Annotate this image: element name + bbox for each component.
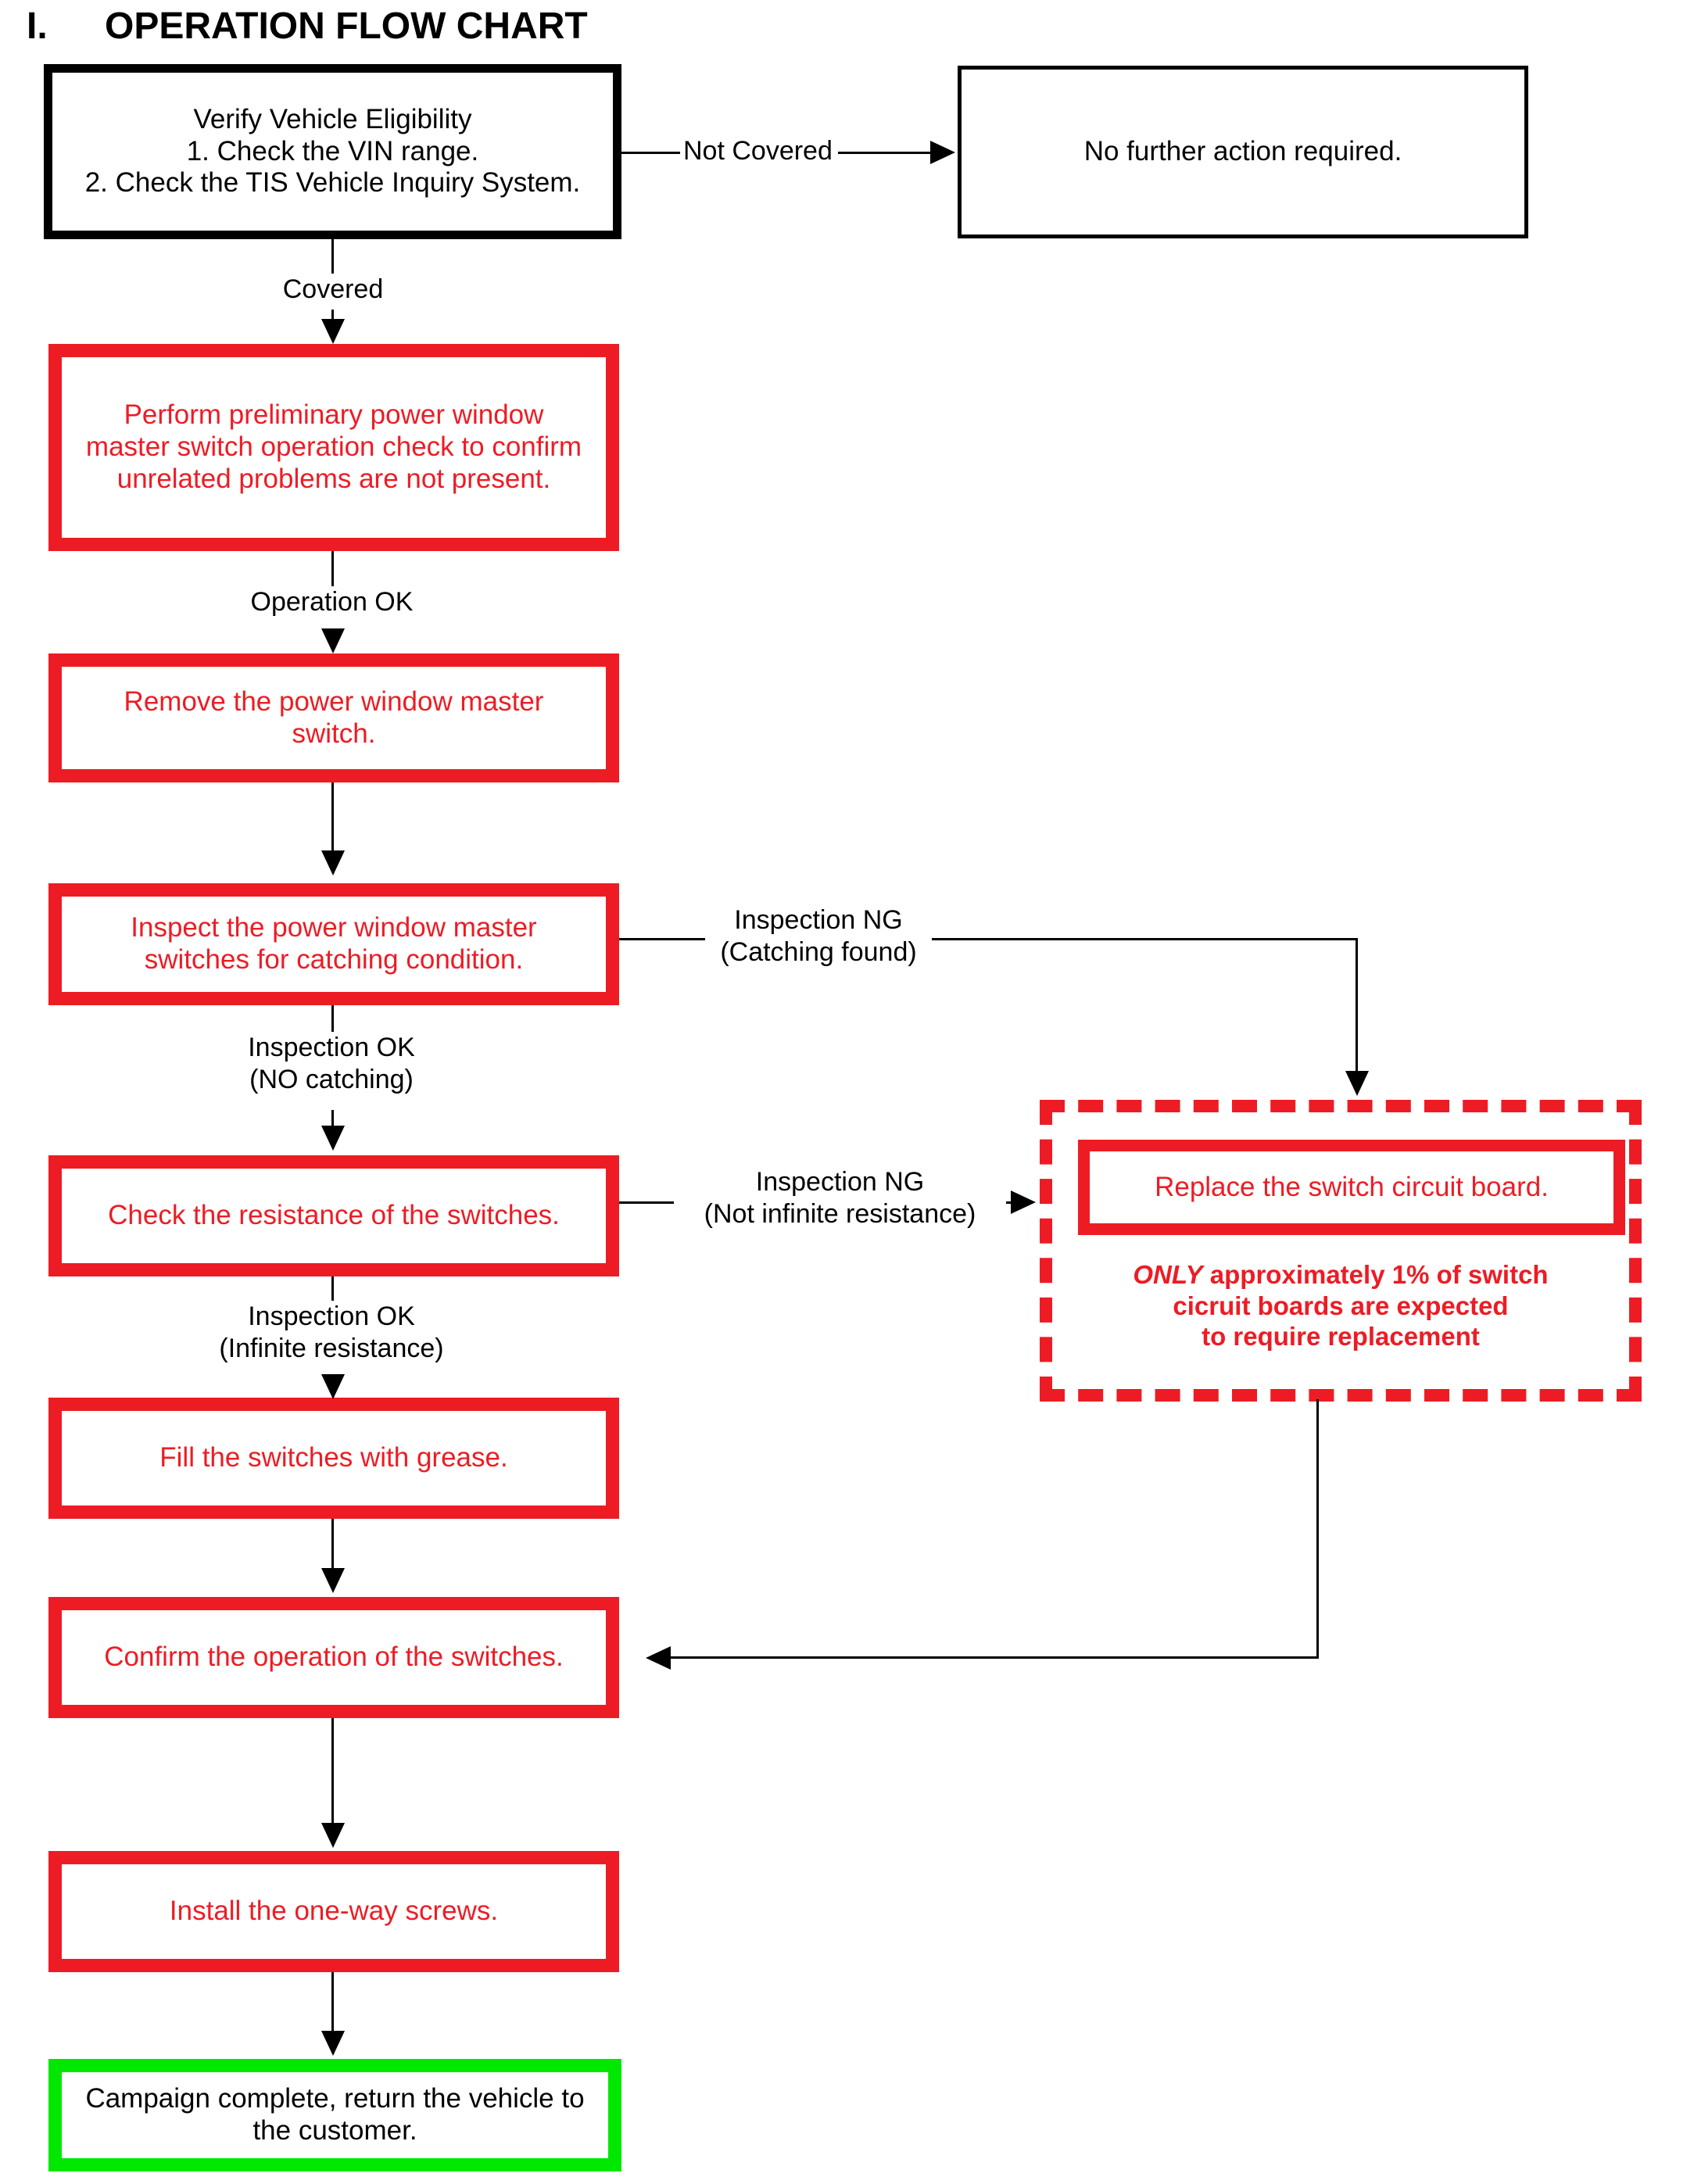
node-no-further-action[interactable]: No further action required. <box>958 66 1528 238</box>
node-fill-grease[interactable]: Fill the switches with grease. <box>48 1398 619 1519</box>
edge-label-inspection-ok-catching-l2: (NO catching) <box>249 1064 414 1094</box>
section-title-text: OPERATION FLOW CHART <box>105 5 588 47</box>
edge-label-covered: Covered <box>267 274 399 306</box>
edge-label-inspection-ng-catching: Inspection NG (Catching found) <box>705 904 932 968</box>
arrowhead-confirm-to-install <box>321 1823 345 1848</box>
warning-line-1: ONLY approximately 1% of switch <box>1052 1259 1629 1291</box>
edge-catching-ng-drop <box>1356 938 1358 1072</box>
node-install-one-way-screws[interactable]: Install the one-way screws. <box>48 1851 619 1972</box>
replacement-rate-warning: ONLY approximately 1% of switch cicruit … <box>1052 1259 1629 1352</box>
edge-label-inspection-ng-catching-l2: (Catching found) <box>720 936 917 967</box>
edge-label-inspection-ng-catching-l1: Inspection NG <box>734 905 903 935</box>
node-verify-vehicle-eligibility[interactable]: Verify Vehicle Eligibility 1. Check the … <box>44 64 621 239</box>
edge-grease-to-confirm <box>331 1519 334 1570</box>
node-campaign-complete-label: Campaign complete, return the vehicle to… <box>85 2083 585 2146</box>
edge-covered-line-top <box>331 239 334 275</box>
node-verify-vehicle-eligibility-label: Verify Vehicle Eligibility 1. Check the … <box>84 103 581 199</box>
edge-label-operation-ok: Operation OK <box>232 586 432 618</box>
edge-remove-to-inspect <box>331 782 334 854</box>
edge-label-inspection-ok-resistance-l2: (Infinite resistance) <box>219 1333 444 1363</box>
edge-install-to-complete <box>331 1972 334 2033</box>
edge-label-inspection-ng-resistance: Inspection NG (Not infinite resistance) <box>674 1166 1006 1230</box>
edge-catching-ng-line-a <box>619 938 705 940</box>
node-remove-master-switch-label: Remove the power window master switch. <box>124 686 544 749</box>
node-replace-switch-circuit-board-label: Replace the switch circuit board. <box>1155 1171 1549 1202</box>
arrowhead-grease-to-confirm <box>321 1568 345 1593</box>
edge-covered-line-bottom <box>331 310 334 322</box>
node-install-one-way-screws-label: Install the one-way screws. <box>169 1896 499 1927</box>
edge-not-covered-line-right <box>838 152 932 154</box>
section-numeral: I. <box>27 5 48 47</box>
arrowhead-resistance-ok <box>321 1374 345 1399</box>
node-inspect-catching-condition-label: Inspect the power window master switches… <box>131 912 537 975</box>
node-no-further-action-label: No further action required. <box>1083 136 1402 167</box>
node-preliminary-check-label: Perform preliminary power window master … <box>85 399 582 494</box>
arrowhead-not-covered <box>930 141 955 164</box>
edge-label-not-covered: Not Covered <box>683 135 833 167</box>
node-check-resistance-label: Check the resistance of the switches. <box>108 1200 560 1231</box>
edge-label-inspection-ok-resistance: Inspection OK (Infinite resistance) <box>218 1301 445 1365</box>
warning-line-2: cicruit boards are expected <box>1173 1291 1509 1320</box>
edge-catching-ok-line-top <box>331 1005 334 1040</box>
edge-replace-return-left <box>671 1656 1318 1659</box>
arrowhead-install-to-complete <box>321 2031 345 2056</box>
node-inspect-catching-condition[interactable]: Inspect the power window master switches… <box>48 883 619 1005</box>
edge-label-inspection-ok-catching-l1: Inspection OK <box>248 1033 415 1062</box>
replace-board-warning-group: Replace the switch circuit board. ONLY a… <box>1040 1100 1642 1402</box>
edge-label-inspection-ok-catching: Inspection OK (NO catching) <box>218 1032 445 1096</box>
arrowhead-catching-ok <box>321 1126 345 1151</box>
warning-line-1-rest: approximately 1% of switch <box>1202 1260 1549 1289</box>
page-title: I. OPERATION FLOW CHART <box>27 5 588 48</box>
node-preliminary-check[interactable]: Perform preliminary power window master … <box>48 344 619 551</box>
edge-label-inspection-ng-resistance-l1: Inspection NG <box>755 1167 925 1197</box>
node-confirm-operation[interactable]: Confirm the operation of the switches. <box>48 1597 619 1718</box>
node-check-resistance[interactable]: Check the resistance of the switches. <box>48 1155 619 1276</box>
warning-emphasis: ONLY <box>1133 1260 1203 1289</box>
edge-label-inspection-ng-resistance-l2: (Not infinite resistance) <box>704 1198 976 1229</box>
arrowhead-resistance-ng <box>1011 1190 1036 1214</box>
edge-label-inspection-ok-resistance-l1: Inspection OK <box>248 1301 415 1331</box>
arrowhead-catching-ng <box>1345 1071 1369 1096</box>
node-fill-grease-label: Fill the switches with grease. <box>159 1442 508 1473</box>
edge-catching-ng-line-b <box>932 938 1358 940</box>
node-campaign-complete[interactable]: Campaign complete, return the vehicle to… <box>48 2059 621 2171</box>
node-remove-master-switch[interactable]: Remove the power window master switch. <box>48 653 619 782</box>
arrowhead-covered <box>321 319 345 344</box>
edge-catching-ok-line-bottom <box>331 1110 334 1130</box>
edge-confirm-to-install <box>331 1718 334 1825</box>
arrowhead-operation-ok <box>321 628 345 653</box>
edge-resistance-ng-line-a <box>619 1201 689 1204</box>
warning-line-3: to require replacement <box>1202 1322 1480 1352</box>
node-replace-switch-circuit-board[interactable]: Replace the switch circuit board. <box>1078 1140 1625 1235</box>
node-confirm-operation-label: Confirm the operation of the switches. <box>104 1642 564 1673</box>
edge-resistance-ok-line-top <box>331 1276 334 1309</box>
edge-not-covered-line-left <box>621 152 680 154</box>
arrowhead-replace-return <box>646 1646 671 1670</box>
arrowhead-remove-to-inspect <box>321 850 345 875</box>
edge-operation-ok-line-top <box>331 551 334 589</box>
edge-replace-return-drop <box>1316 1399 1319 1659</box>
